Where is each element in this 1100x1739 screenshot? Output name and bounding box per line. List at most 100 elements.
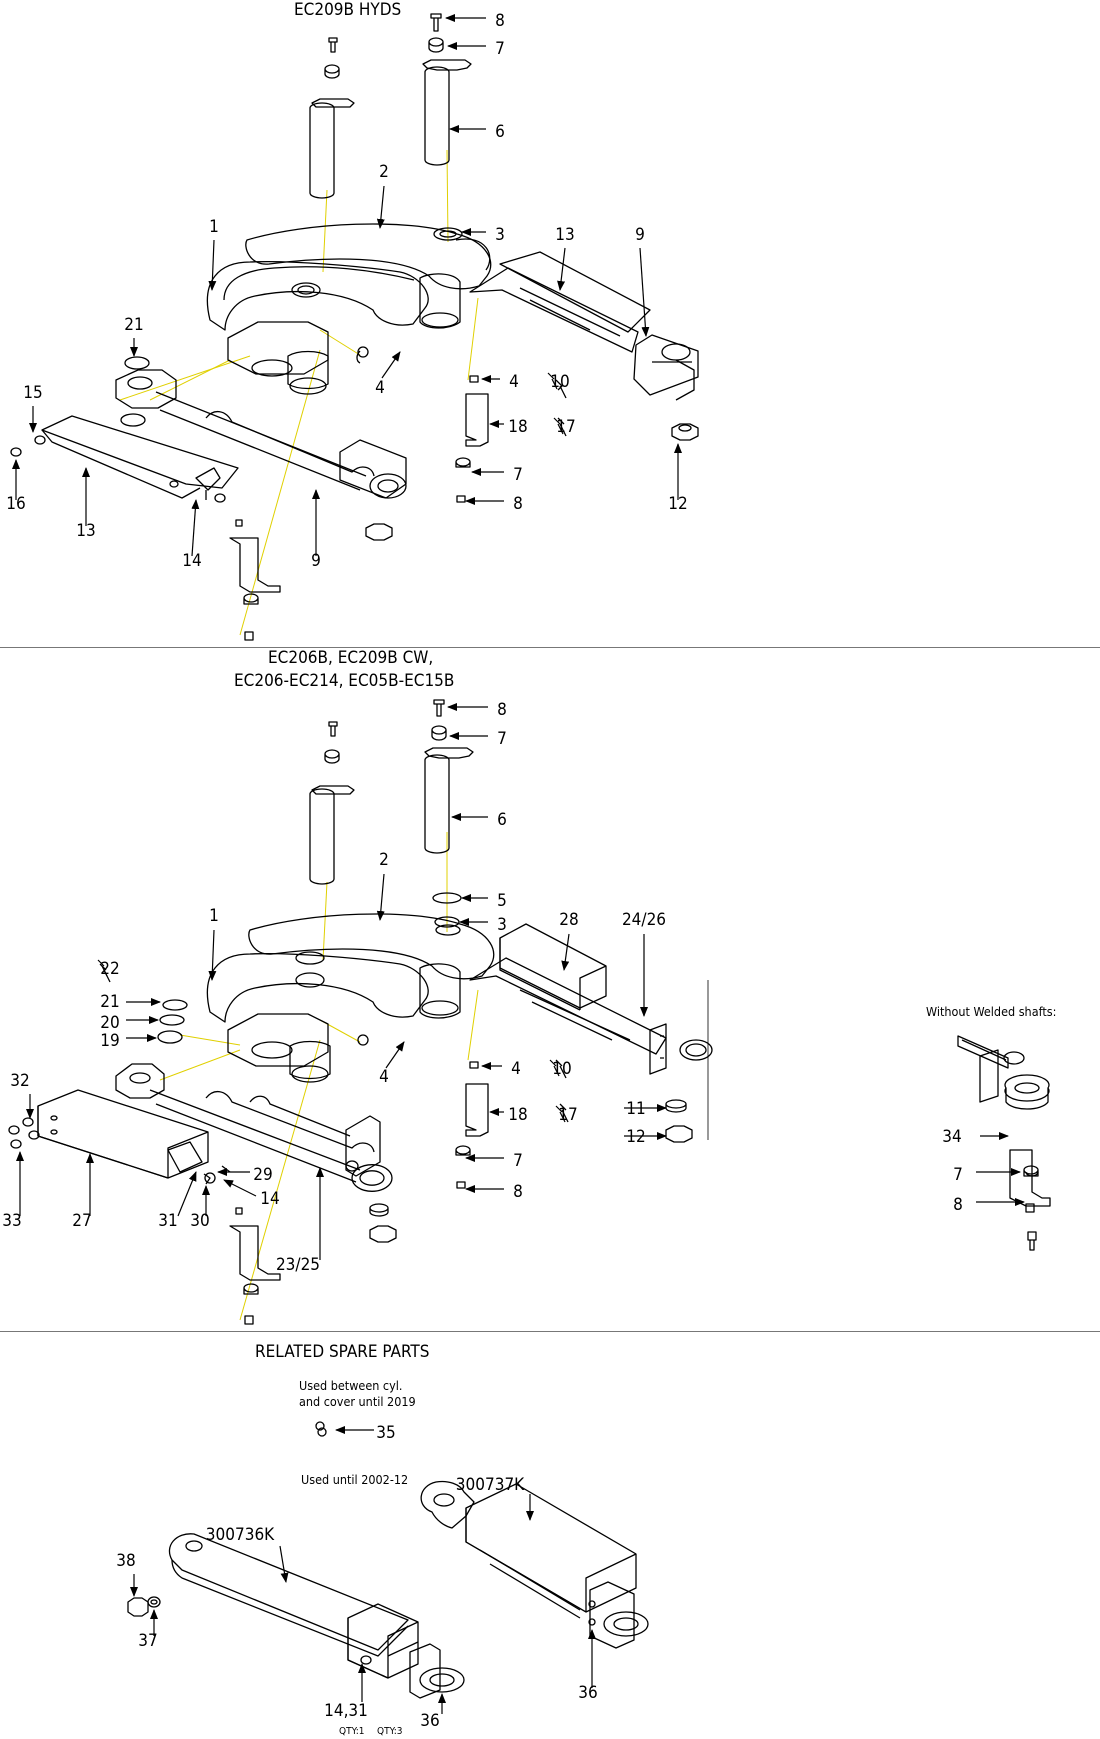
mid-section-title-line2: EC206-EC214, EC05B-EC15B — [234, 671, 455, 691]
clip-icon — [97, 959, 108, 977]
callout-leader — [561, 933, 570, 971]
callout-label: 23/25 — [276, 1255, 320, 1275]
callout-label: 36 — [578, 1683, 597, 1703]
mid-section-title-line1: EC206B, EC209B CW, — [268, 648, 434, 668]
note-used-until: Used until 2002-12 — [301, 1472, 409, 1487]
callout-label: 17 — [558, 1105, 577, 1125]
callout-label: 300737K — [456, 1475, 525, 1495]
callout-label: 1 — [209, 906, 219, 926]
callout-label: 3 — [497, 915, 507, 935]
callout-label: 3 — [495, 225, 505, 245]
callout-label: 8 — [495, 11, 505, 31]
callout-label: 7 — [953, 1165, 963, 1185]
callout-label: 12 — [626, 1127, 645, 1147]
callout-label: 9 — [635, 225, 645, 245]
callout-label: 12 — [668, 494, 687, 514]
callout-leader — [385, 1041, 405, 1069]
callout-label: 9 — [311, 551, 321, 571]
spares-assembly — [127, 1421, 649, 1699]
callout-label: 4 — [511, 1059, 521, 1079]
callout-label: 7 — [513, 465, 523, 485]
callout-label: 8 — [513, 1182, 523, 1202]
clip-icon — [549, 1059, 560, 1077]
callout-label: 22 — [100, 959, 119, 979]
callout-label: 27 — [72, 1211, 91, 1231]
callout-label: 7 — [513, 1151, 523, 1171]
callout-label: 19 — [100, 1031, 119, 1051]
callout-label: 37 — [138, 1631, 157, 1651]
callout-label: 32 — [10, 1071, 29, 1091]
clip-icon — [547, 372, 558, 390]
callout-label: 6 — [495, 122, 505, 142]
callout-label: 14,31 — [324, 1701, 368, 1721]
callout-label: 14 — [182, 551, 201, 571]
callout-label: 31 — [158, 1211, 177, 1231]
callout-label: 15 — [23, 383, 42, 403]
callout-label: 8 — [513, 494, 523, 514]
callout-leader — [177, 1171, 197, 1217]
middle-assembly — [8, 699, 713, 1325]
callout-label: 21 — [100, 992, 119, 1012]
callout-label: 13 — [555, 225, 574, 245]
callout-label: 18 — [508, 417, 527, 437]
clip-icon — [555, 1105, 566, 1123]
note-cyl-line1: Used between cyl. — [299, 1378, 403, 1393]
callout-leader — [223, 1179, 257, 1197]
callout-leader — [208, 239, 217, 291]
callout-label: 10 — [552, 1059, 571, 1079]
callout-leader — [639, 247, 650, 337]
callout-label: 4 — [509, 372, 519, 392]
callout-label: 4 — [375, 378, 385, 398]
callout-label: 38 — [116, 1551, 135, 1571]
callout-leader — [376, 873, 385, 921]
callout-leader — [381, 351, 401, 379]
callout-label: 10 — [550, 372, 569, 392]
callout-leader — [191, 499, 200, 557]
side-view-title: Without Welded shafts: — [926, 1004, 1057, 1019]
callout-label: 2 — [379, 850, 389, 870]
callout-label: 16 — [6, 494, 25, 514]
callout-label: 7 — [497, 729, 507, 749]
callout-label: 5 — [497, 891, 507, 911]
callout-label: 36 — [420, 1711, 439, 1731]
callout-label: 35 — [376, 1423, 395, 1443]
callout-label: 8 — [497, 700, 507, 720]
callout-label: 21 — [124, 315, 143, 335]
clip-icon — [553, 417, 564, 435]
callout-label: 17 — [556, 417, 575, 437]
callout-label: 1 — [209, 217, 219, 237]
top-assembly — [10, 13, 699, 641]
section-divider-1 — [0, 647, 1100, 648]
callout-label: 14 — [260, 1189, 279, 1209]
callout-label: 30 — [190, 1211, 209, 1231]
callout-label: 300736K — [206, 1525, 275, 1545]
top-section-title: EC209B HYDS — [294, 0, 402, 20]
side-view-assembly — [957, 1035, 1051, 1251]
callout-label: 24/26 — [622, 910, 666, 930]
callout-label: 28 — [559, 910, 578, 930]
section-divider-2 — [0, 1331, 1100, 1332]
callout-label: 13 — [76, 521, 95, 541]
callout-leader — [208, 929, 217, 981]
callout-label: 29 — [253, 1165, 272, 1185]
note-cyl-line2: and cover until 2019 — [299, 1394, 416, 1409]
callout-label: 18 — [508, 1105, 527, 1125]
callout-leader — [557, 247, 566, 291]
qty-label-a: QTY:1 — [339, 1726, 365, 1737]
callout-label: 2 — [379, 162, 389, 182]
callout-label: 33 — [2, 1211, 21, 1231]
callout-label: 11 — [626, 1099, 645, 1119]
callout-label: 20 — [100, 1013, 119, 1033]
callout-label: 6 — [497, 810, 507, 830]
qty-label-b: QTY:3 — [377, 1726, 403, 1737]
callout-leader — [279, 1545, 289, 1583]
callout-label: 4 — [379, 1067, 389, 1087]
callout-label: 7 — [495, 39, 505, 59]
callout-label: 8 — [953, 1195, 963, 1215]
callout-label: 34 — [942, 1127, 961, 1147]
spares-title: RELATED SPARE PARTS — [255, 1342, 430, 1362]
callout-leader — [376, 185, 385, 229]
